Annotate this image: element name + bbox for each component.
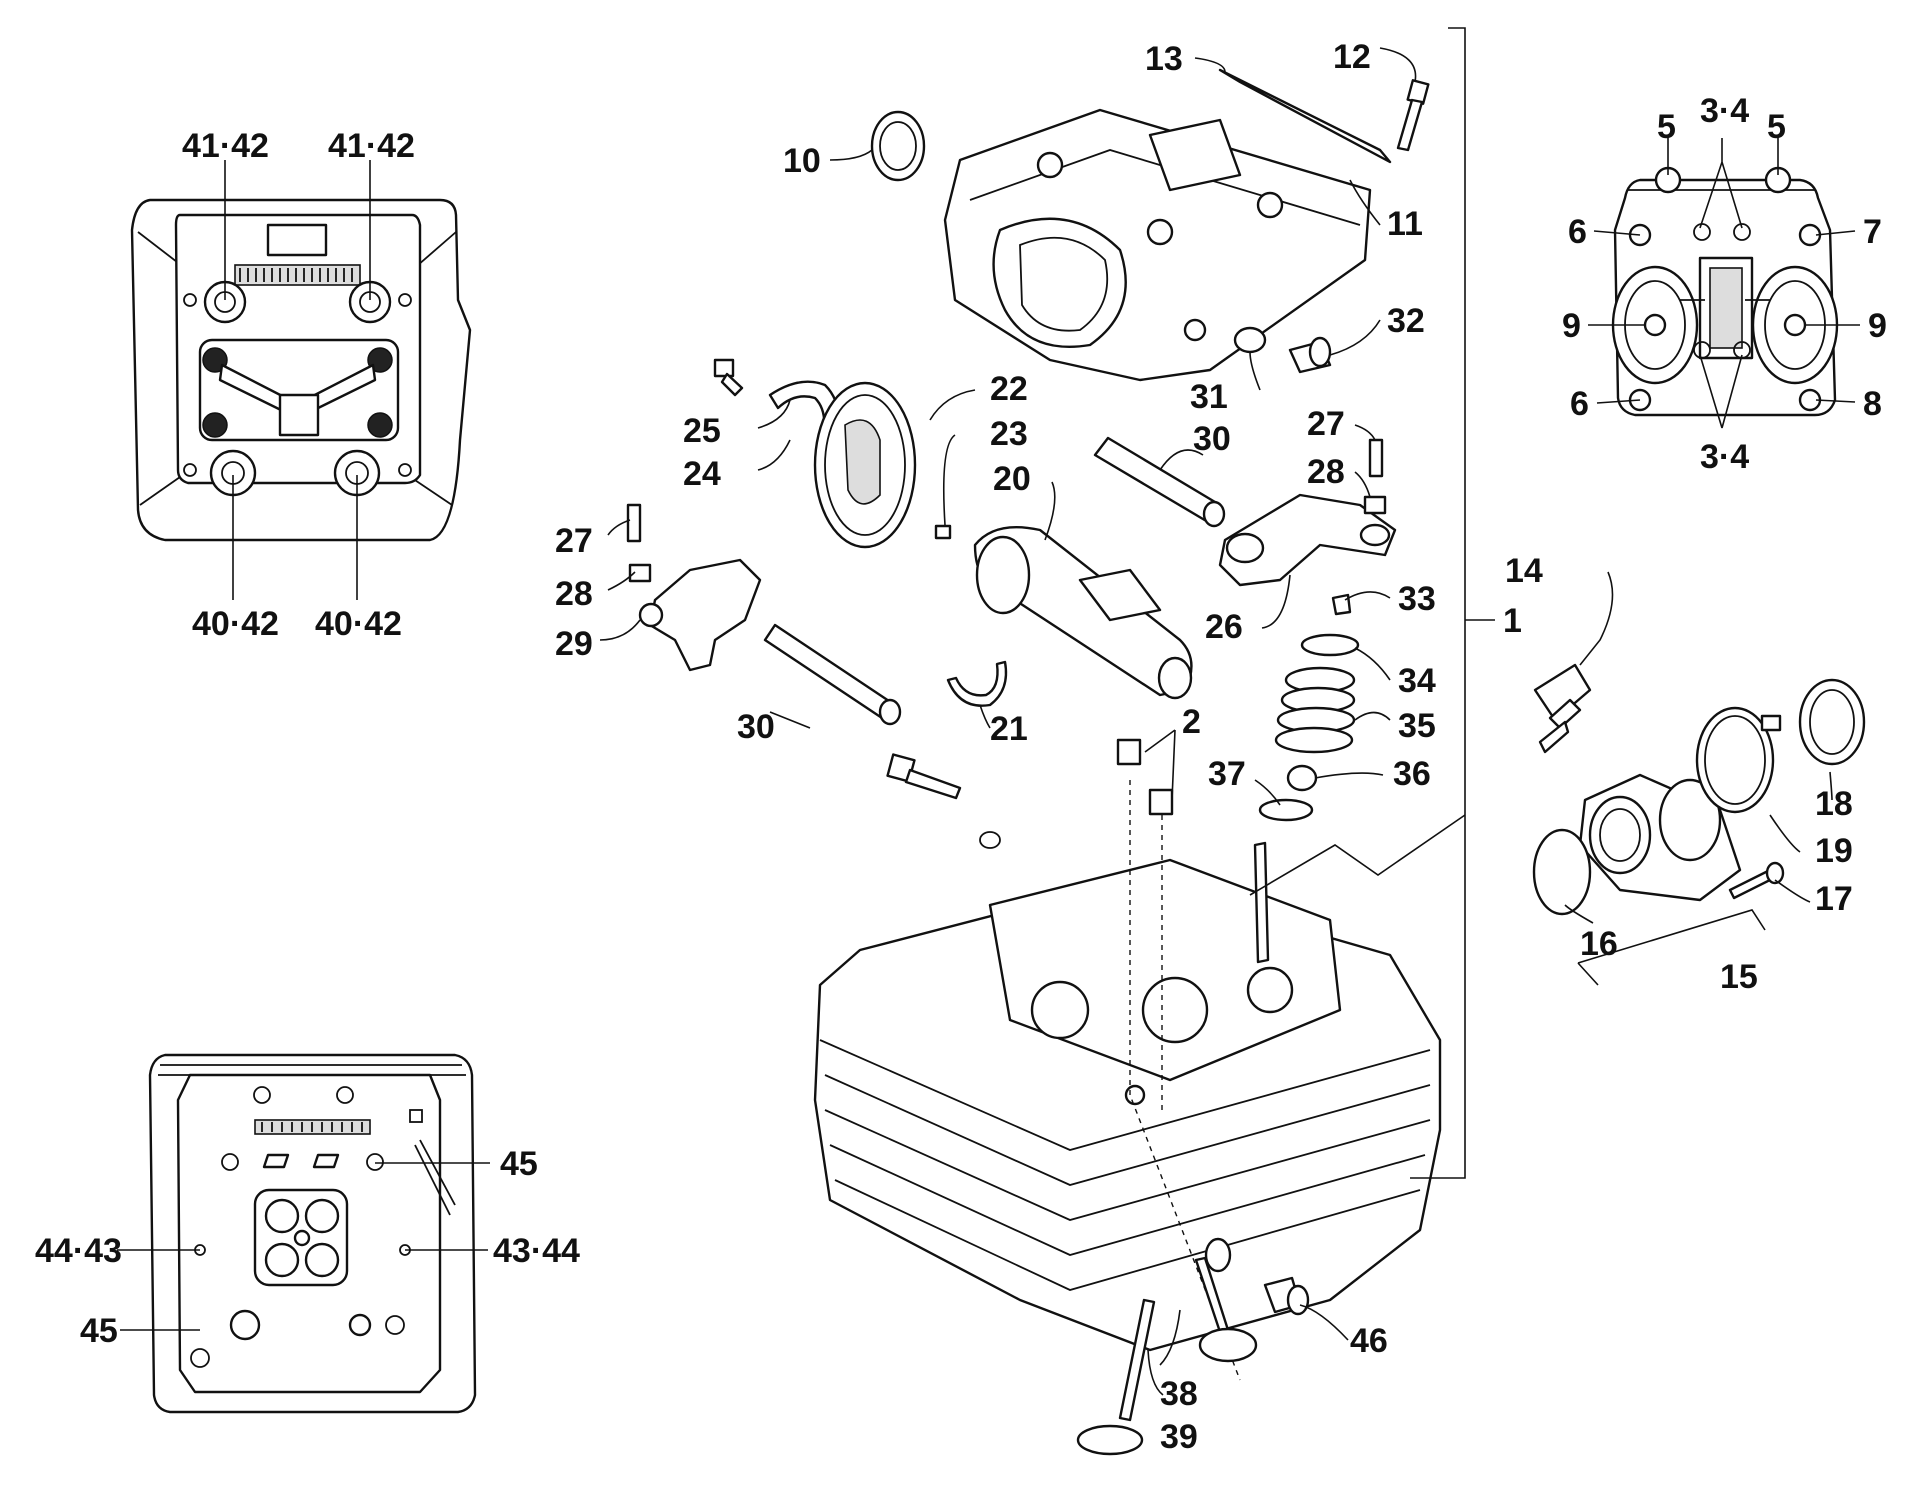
part-30-rocker-shaft-lower: [763, 623, 897, 722]
label-27-right: 27: [1307, 405, 1345, 443]
label-30-lower: 30: [737, 708, 775, 746]
head-cover-plate-inset: [1611, 166, 1839, 417]
label-40-42-right: 40·42: [315, 605, 402, 643]
label-36: 36: [1393, 755, 1431, 793]
part-31-o-ring: [1233, 326, 1267, 354]
part-23-dowel: [934, 524, 952, 540]
label-11: 11: [1387, 205, 1423, 243]
part-27-adjuster-screw-left: [626, 503, 642, 543]
part-35-valve-spring: [1274, 666, 1356, 754]
label-31: 31: [1190, 378, 1228, 416]
label-41-42-right: 41·42: [328, 127, 415, 165]
label-20: 20: [993, 460, 1031, 498]
label-39: 39: [1160, 1418, 1198, 1456]
part-17-bolt: [1728, 861, 1785, 900]
part-28-nut-left: [628, 563, 652, 583]
label-45-right: 45: [500, 1145, 538, 1183]
head-top-view-inset: [130, 198, 472, 542]
label-6-top: 6: [1568, 213, 1587, 251]
part-16-o-ring: [1532, 828, 1592, 916]
part-15-intake-assembly: [1578, 773, 1742, 902]
label-32: 32: [1387, 302, 1425, 340]
part-18-ring: [1798, 678, 1866, 766]
part-46-plug: [1263, 1276, 1310, 1316]
part-32-plug: [1288, 336, 1332, 374]
label-18: 18: [1815, 785, 1853, 823]
label-29: 29: [555, 625, 593, 663]
bolt-washer: [979, 831, 1001, 849]
label-23: 23: [990, 415, 1028, 453]
label-7: 7: [1863, 213, 1882, 251]
label-37: 37: [1208, 755, 1246, 793]
part-2-dowel-b: [1148, 788, 1174, 816]
head-bottom-view-inset: [148, 1053, 477, 1414]
label-13: 13: [1145, 40, 1183, 78]
label-41-42-left: 41·42: [182, 127, 269, 165]
part-10-plug: [870, 110, 926, 182]
label-33: 33: [1398, 580, 1436, 618]
label-27-left: 27: [555, 522, 593, 560]
part-21-clip: [946, 660, 1008, 707]
part-12-bolt: [1396, 79, 1430, 152]
label-5-left: 5: [1657, 108, 1676, 146]
label-25: 25: [683, 412, 721, 450]
label-28-left: 28: [555, 575, 593, 613]
part-14-spark-plug: [1533, 663, 1592, 754]
label-9-right: 9: [1868, 307, 1887, 345]
part-36-seal: [1286, 764, 1318, 792]
label-6-bottom: 6: [1570, 385, 1589, 423]
label-21: 21: [990, 710, 1028, 748]
part-38-intake-valve: [1194, 1256, 1258, 1363]
label-8: 8: [1863, 385, 1882, 423]
part-19-clamp: [1695, 706, 1782, 814]
label-45-left: 45: [80, 1312, 118, 1350]
label-2: 2: [1182, 703, 1201, 741]
label-14: 14: [1505, 552, 1543, 590]
label-17: 17: [1815, 880, 1853, 918]
label-3-4-top: 3·4: [1700, 92, 1749, 130]
label-22: 22: [990, 370, 1028, 408]
label-43-44: 43·44: [493, 1232, 580, 1270]
part-13-cover-plate: [1218, 68, 1392, 164]
label-10: 10: [783, 142, 821, 180]
label-46: 46: [1350, 1322, 1388, 1360]
label-30-upper: 30: [1193, 420, 1231, 458]
part-29-rocker-arm: [638, 558, 762, 672]
part-11-upper-head: [943, 108, 1372, 382]
head-bolt: [886, 753, 962, 800]
label-34: 34: [1398, 662, 1436, 700]
part-28-nut-right: [1363, 495, 1387, 515]
label-15: 15: [1720, 958, 1758, 996]
label-24: 24: [683, 455, 721, 493]
label-40-42-left: 40·42: [192, 605, 279, 643]
label-38: 38: [1160, 1375, 1198, 1413]
label-28-right: 28: [1307, 453, 1345, 491]
label-1: 1: [1503, 602, 1522, 640]
label-5-right: 5: [1767, 108, 1786, 146]
cylinder-head-main: [813, 780, 1442, 1381]
label-9-left: 9: [1562, 307, 1581, 345]
part-39-exhaust-valve: [1076, 1298, 1156, 1456]
part-25-bolt: [713, 358, 744, 397]
label-12: 12: [1333, 38, 1371, 76]
part-22-cam-sprocket: [813, 381, 917, 549]
part-2-dowel-a: [1116, 738, 1142, 766]
part-34-retainer: [1300, 633, 1360, 657]
label-35: 35: [1398, 707, 1436, 745]
label-3-4-bottom: 3·4: [1700, 438, 1749, 476]
part-27-adjuster-screw-right: [1368, 438, 1384, 478]
label-19: 19: [1815, 832, 1853, 870]
part-20-camshaft: [973, 526, 1193, 700]
part-37-seat: [1258, 798, 1314, 822]
callout-labels: 41·42 41·42 40·42 40·42 44·43 43·44 45 4…: [35, 38, 1887, 1456]
part-26-rocker-arm: [1218, 493, 1397, 587]
label-44-43: 44·43: [35, 1232, 122, 1270]
leader-lines: [117, 27, 1860, 1396]
label-16: 16: [1580, 925, 1618, 963]
label-26: 26: [1205, 608, 1243, 646]
